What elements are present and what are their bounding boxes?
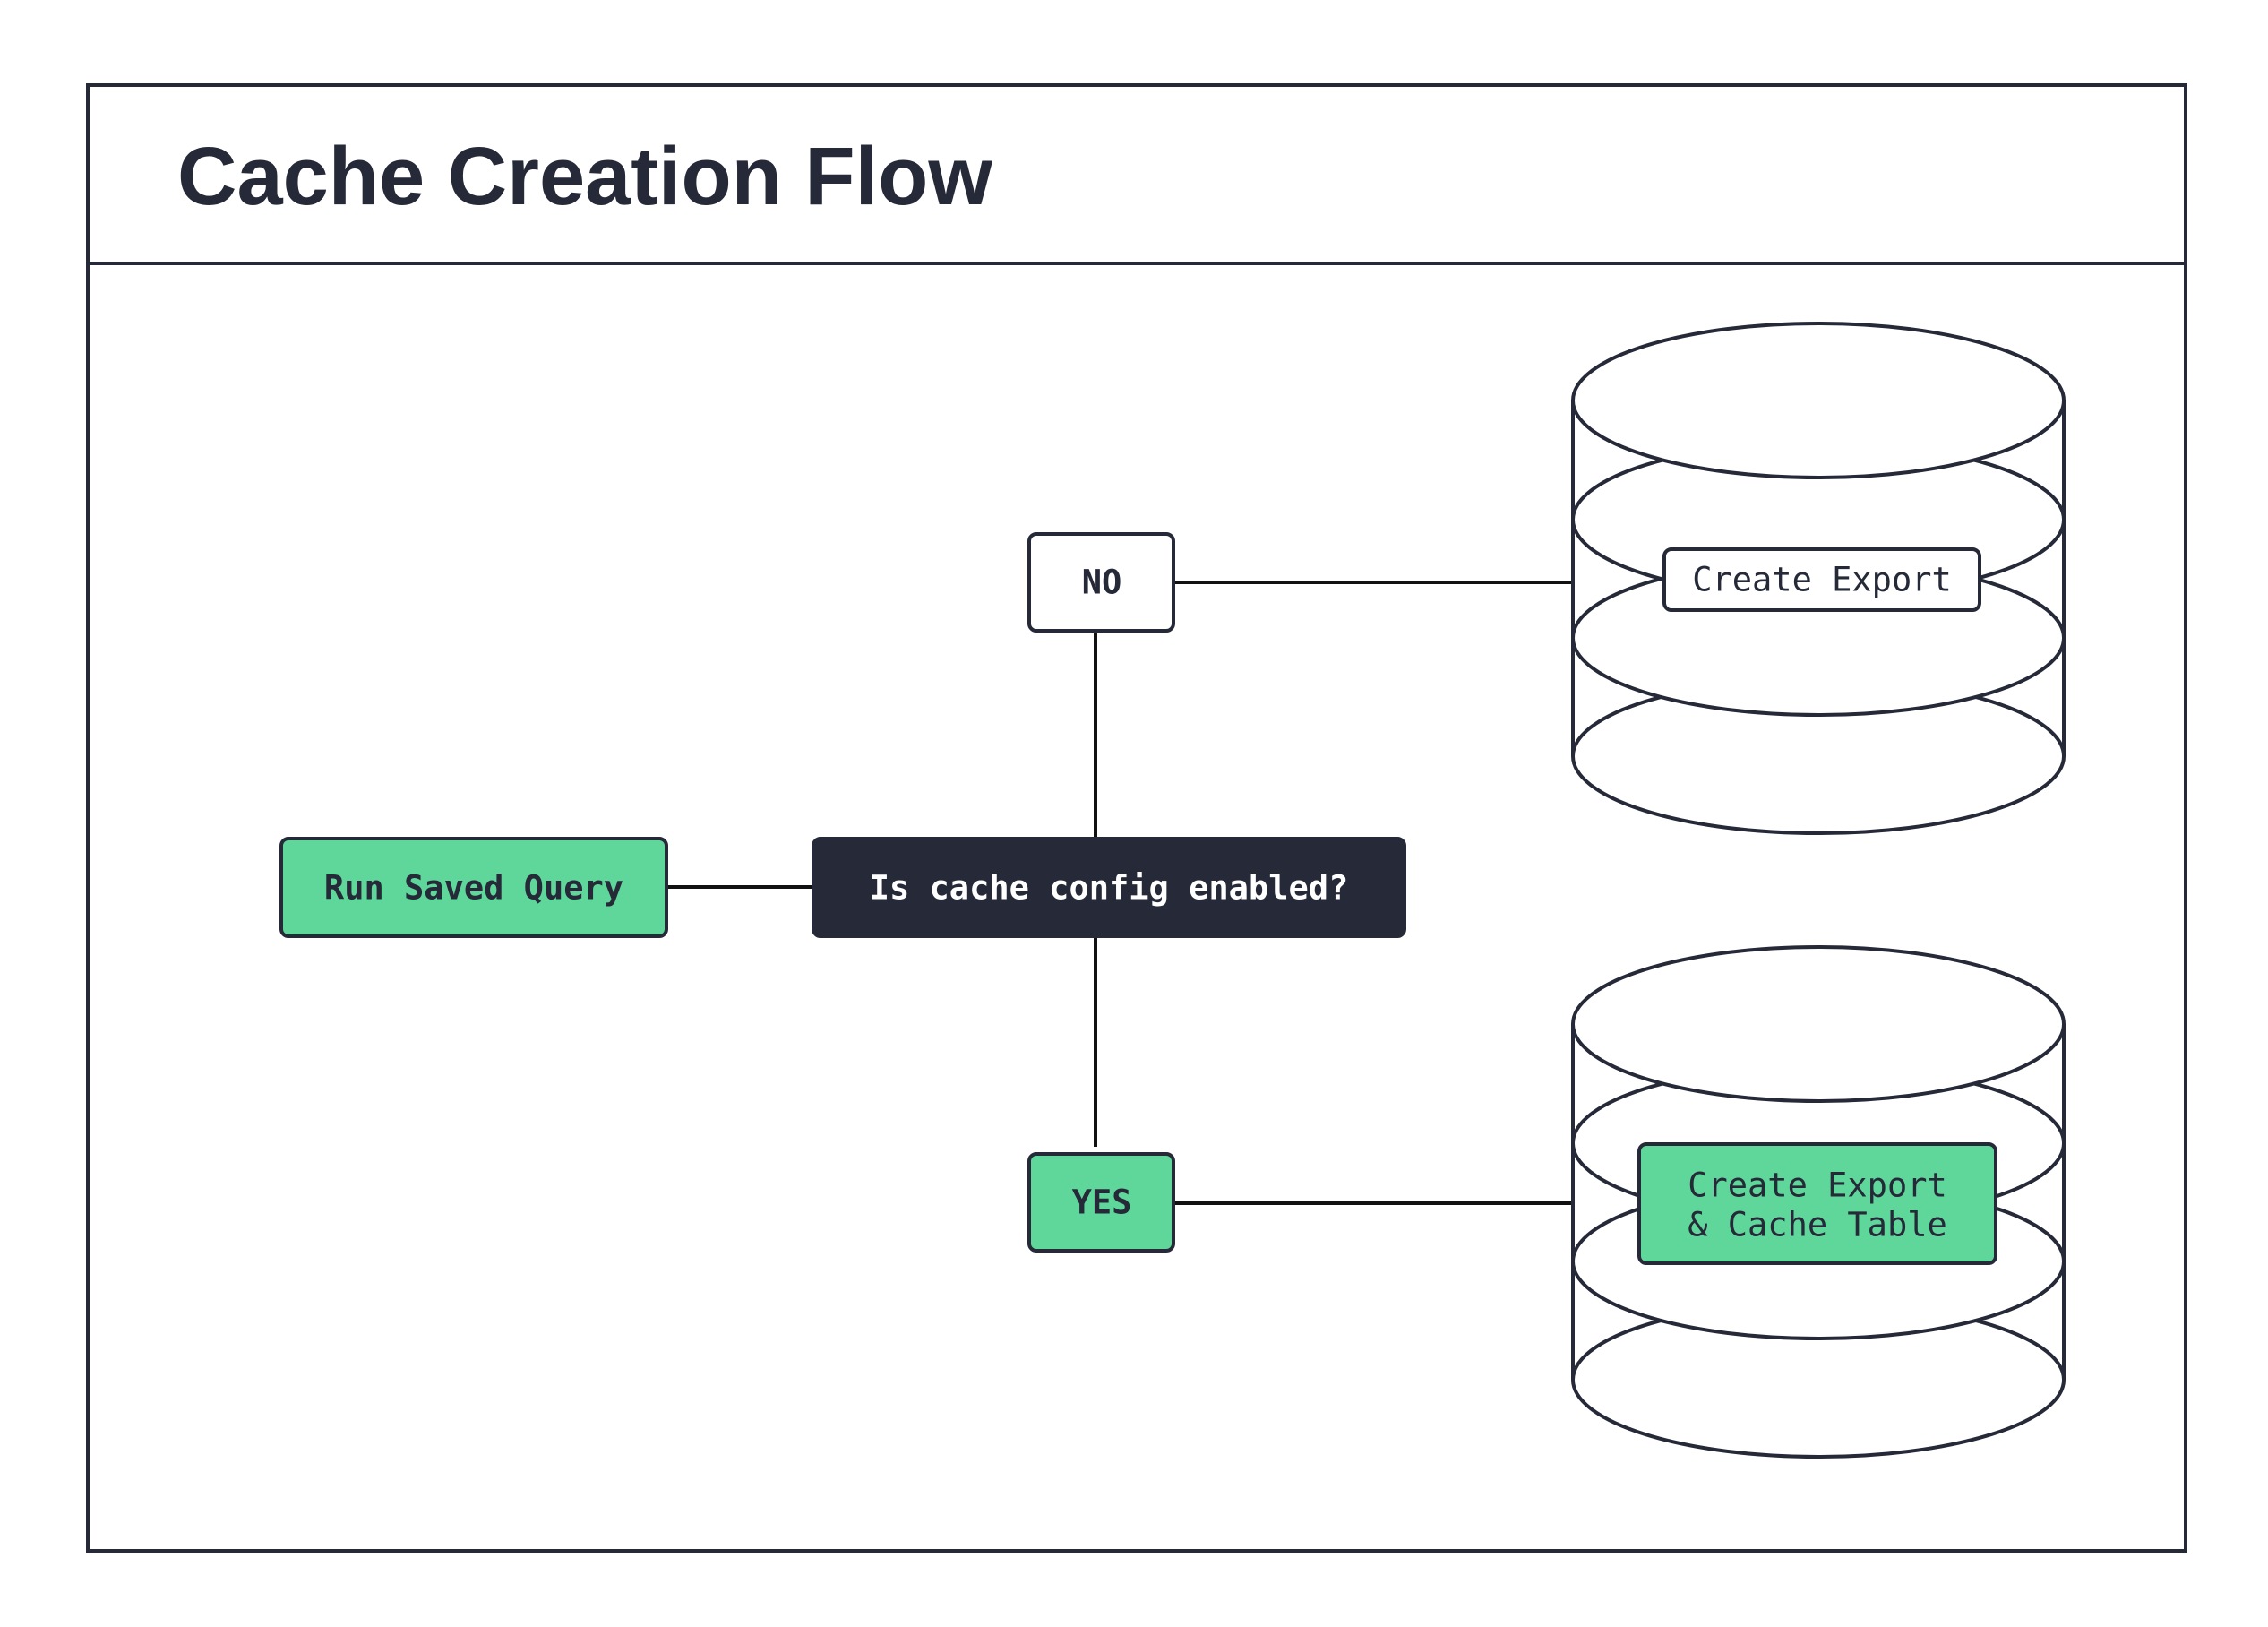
decision-label: Is cache config enabled? [870,869,1349,908]
create-export-label: Create Export [1692,561,1952,599]
create-export-cache-table-node[interactable]: Create Export & Cache Table [1637,1142,1997,1265]
create-export-cache-label-line2: & Cache Table [1688,1206,1947,1244]
create-export-cache-label-line1: Create Export [1688,1166,1947,1205]
connectors [666,581,1573,1205]
page-title: Cache Creation Flow [177,131,992,222]
database-cylinder-icon [1571,322,2066,835]
no-branch-node[interactable]: NO [1027,532,1175,633]
decision-node[interactable]: Is cache config enabled? [812,837,1406,938]
no-branch-label: NO [1082,564,1122,602]
run-saved-query-node[interactable]: Run Saved Query [279,837,668,938]
run-saved-query-label: Run Saved Query [324,869,623,908]
create-export-node[interactable]: Create Export [1662,547,1981,612]
yes-branch-node[interactable]: YES [1027,1152,1175,1253]
yes-branch-label: YES [1072,1184,1132,1222]
